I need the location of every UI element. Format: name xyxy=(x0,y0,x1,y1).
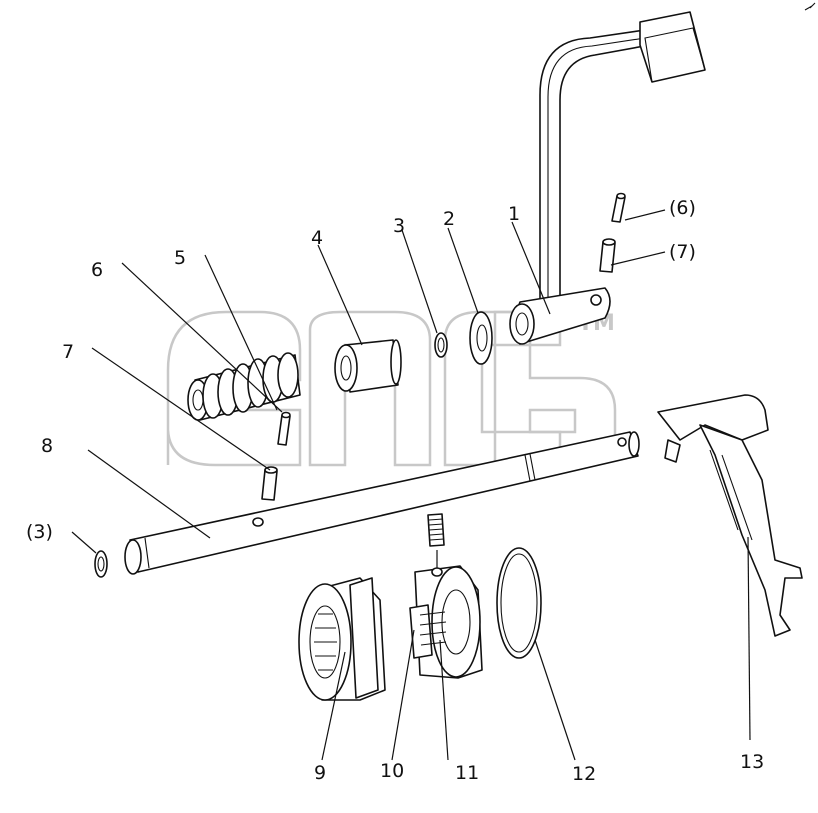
spring-pin-7-small xyxy=(599,238,616,273)
rubber-boot xyxy=(187,352,301,421)
synchro-hub xyxy=(409,565,483,679)
snap-ring xyxy=(496,547,542,659)
callout-3: 3 xyxy=(393,215,405,237)
callout-8: 8 xyxy=(41,435,53,457)
callout-9: 9 xyxy=(314,762,326,784)
shift-fork xyxy=(657,394,803,637)
callout-paren-3: (3) xyxy=(26,521,53,543)
washer xyxy=(469,311,493,365)
callout-10: 10 xyxy=(380,760,404,782)
callout-7: 7 xyxy=(62,341,74,363)
callout-13: 13 xyxy=(740,751,764,773)
callout-1: 1 xyxy=(508,203,520,225)
callout-paren-6: (6) xyxy=(669,197,696,219)
callout-labels: 1 2 3 4 5 6 7 8 9 10 11 12 13 (3) (6) (7… xyxy=(26,197,764,785)
callout-4: 4 xyxy=(311,227,323,249)
callout-11: 11 xyxy=(455,762,479,784)
shift-shaft xyxy=(124,431,640,575)
callout-paren-7: (7) xyxy=(669,241,696,263)
callout-5: 5 xyxy=(174,247,186,269)
callout-2: 2 xyxy=(443,208,455,230)
coupling-sleeve xyxy=(298,577,386,701)
callout-6: 6 xyxy=(91,259,103,281)
leader-lines xyxy=(71,209,751,761)
spring-pin-7 xyxy=(261,466,278,501)
corner-mark xyxy=(804,2,816,11)
circlip xyxy=(434,332,448,358)
detent-spring-ball xyxy=(427,513,445,547)
shift-lever xyxy=(509,11,706,345)
spring-pin-6-small xyxy=(611,192,626,223)
callout-12: 12 xyxy=(572,763,596,785)
circlip-end xyxy=(94,550,108,578)
spring-pin-6 xyxy=(277,411,291,446)
bushing xyxy=(334,339,402,393)
